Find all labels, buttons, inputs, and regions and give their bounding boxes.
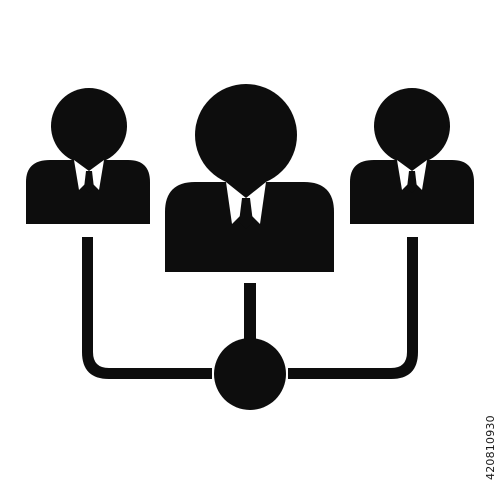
center-connector-line [244, 283, 256, 347]
person-center-tie [239, 198, 253, 229]
person-left-head [51, 88, 127, 164]
person-right-tie [407, 171, 417, 193]
right-connector-line [288, 237, 418, 379]
person-right-head [374, 88, 450, 164]
person-left [26, 88, 150, 224]
person-right [350, 88, 474, 224]
person-left-tie [84, 171, 94, 193]
person-center-head [195, 84, 297, 186]
person-center-body [165, 182, 334, 272]
stock-id-label: 420810930 [484, 415, 497, 480]
hub-node [214, 338, 286, 410]
connector-lines [82, 237, 418, 379]
person-center [165, 84, 334, 272]
left-connector-line [82, 237, 212, 379]
